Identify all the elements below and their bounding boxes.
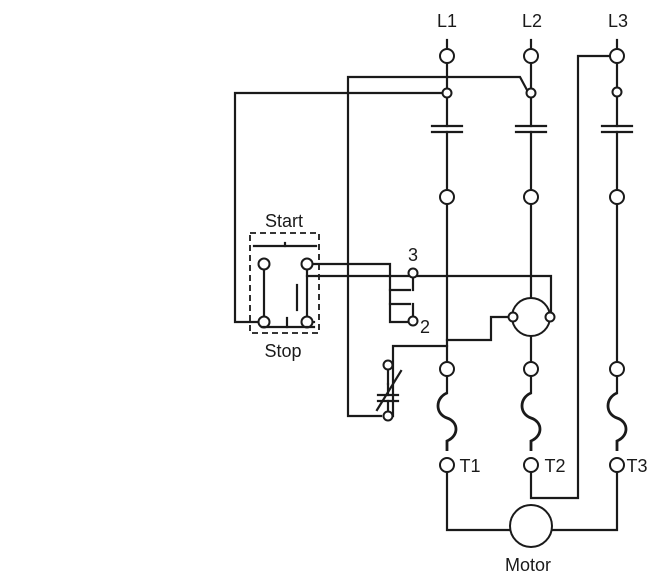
motor-terminal-t3 — [609, 457, 625, 473]
line-label-l2: L2 — [522, 11, 542, 31]
motor-terminal-t1 — [439, 457, 455, 473]
auxiliary-contact — [407, 267, 419, 327]
overload-heater-t1 — [436, 391, 458, 451]
contactor-coil — [507, 297, 556, 337]
terminal-label-t3: T3 — [626, 456, 647, 476]
contactor-load-terminals — [439, 189, 625, 377]
overload-contact-terminals — [382, 359, 394, 422]
terminal-label-t1: T1 — [459, 456, 480, 476]
pushbutton-station-enclosure — [249, 232, 320, 334]
terminal-label-t2: T2 — [544, 456, 565, 476]
stop-button[interactable] — [257, 268, 316, 329]
aux-contact-label-3: 3 — [408, 245, 418, 265]
line-label-l3: L3 — [608, 11, 628, 31]
main-contacts — [430, 94, 634, 193]
motor-symbol — [509, 504, 553, 548]
motor-label: Motor — [505, 555, 551, 575]
l3-crossover-wire — [529, 54, 612, 500]
load-side-wiring — [445, 201, 619, 395]
aux-contact-label-2: 2 — [420, 317, 430, 337]
overload-contact — [375, 368, 403, 414]
stop-label: Stop — [264, 341, 301, 361]
motor-leads — [445, 470, 619, 532]
motor-terminal-t2 — [523, 457, 539, 473]
overload-heater-t2 — [520, 391, 542, 451]
start-button[interactable] — [252, 241, 318, 271]
supply-terminals — [439, 48, 625, 99]
start-label: Start — [265, 211, 303, 231]
line-label-l1: L1 — [437, 11, 457, 31]
overload-heater-t3 — [606, 391, 628, 451]
incoming-feeders — [445, 38, 619, 91]
